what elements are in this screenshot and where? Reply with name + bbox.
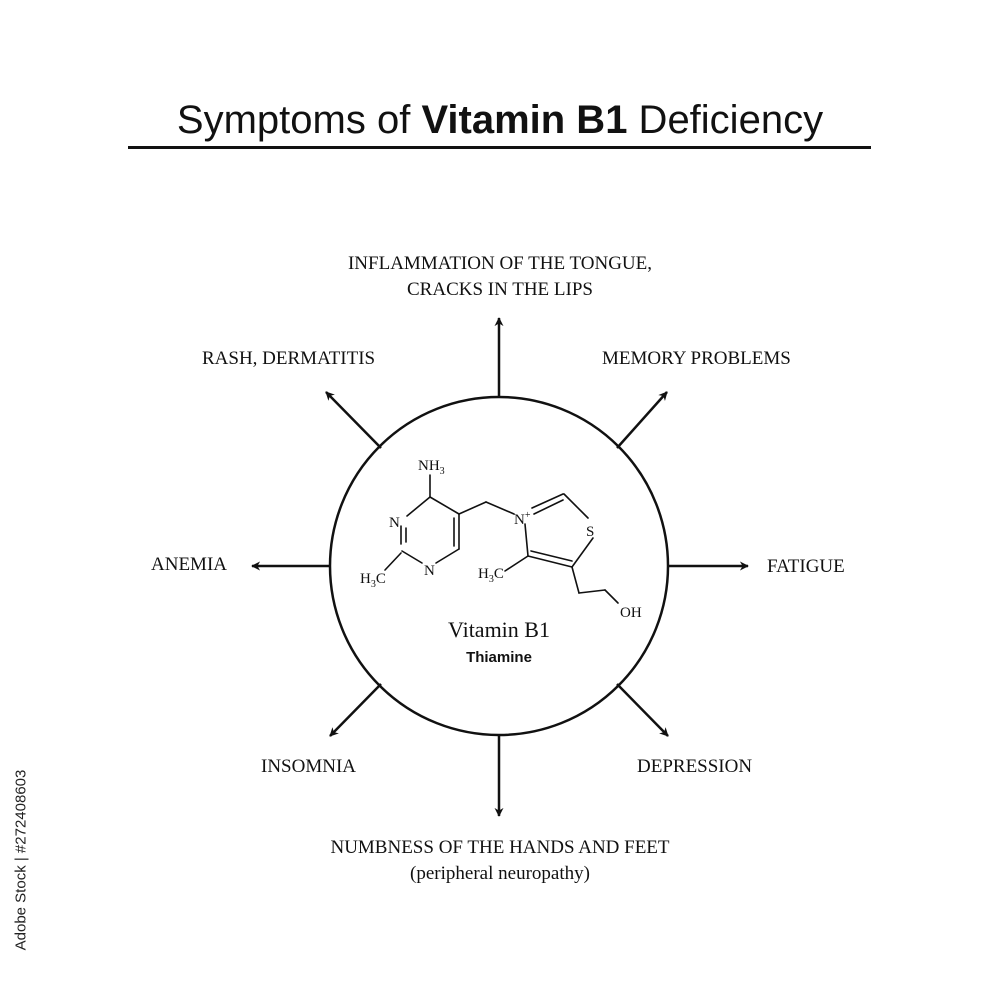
symptom-tongue-line2: CRACKS IN THE LIPS: [407, 279, 593, 300]
symptom-memory: MEMORY PROBLEMS: [602, 348, 791, 369]
symptom-numbness: NUMBNESS OF THE HANDS AND FEET (peripher…: [250, 835, 750, 887]
atom-h3c-mid: H3C: [478, 566, 504, 585]
symptom-rash: RASH, DERMATITIS: [202, 348, 376, 369]
thiamine-structure: [384, 474, 619, 604]
symptom-depression: DEPRESSION: [637, 756, 753, 777]
title-text-end: Deficiency: [627, 98, 824, 142]
symptom-numbness-line2: (peripheral neuropathy): [410, 863, 590, 884]
atom-n2: N: [424, 563, 435, 579]
molecule-name: Vitamin B1: [448, 617, 550, 642]
atom-n1: N: [389, 515, 400, 531]
arrow-upper-right: [616, 391, 668, 449]
symptom-fatigue: FATIGUE: [767, 556, 845, 577]
symptom-numbness-line1: NUMBNESS OF THE HANDS AND FEET: [330, 837, 670, 858]
symptom-tongue-line1: INFLAMMATION OF THE TONGUE,: [347, 253, 652, 274]
page-title: Symptoms of Vitamin B1 Deficiency: [0, 96, 1000, 144]
title-underline: [128, 146, 871, 149]
watermark-text: Adobe Stock | #272408603: [12, 769, 30, 951]
atom-n-plus: N+: [514, 510, 531, 528]
symptom-anemia: ANEMIA: [151, 554, 227, 575]
atom-s: S: [586, 524, 594, 540]
title-text-start: Symptoms of: [176, 98, 422, 142]
arrow-lower-left: [329, 683, 382, 737]
arrow-upper-left: [325, 391, 382, 449]
arrow-lower-right: [616, 683, 669, 737]
atom-oh: OH: [620, 605, 642, 621]
symptom-insomnia: INSOMNIA: [261, 756, 356, 777]
symptom-tongue: INFLAMMATION OF THE TONGUE, CRACKS IN TH…: [250, 251, 750, 303]
atom-h3c-left: H3C: [360, 571, 386, 590]
molecule-common-name: Thiamine: [466, 649, 532, 666]
atom-nh3: NH3: [418, 458, 445, 477]
stock-watermark: Adobe Stock | #272408603: [6, 760, 36, 960]
title-text-bold: Vitamin B1: [421, 98, 628, 142]
